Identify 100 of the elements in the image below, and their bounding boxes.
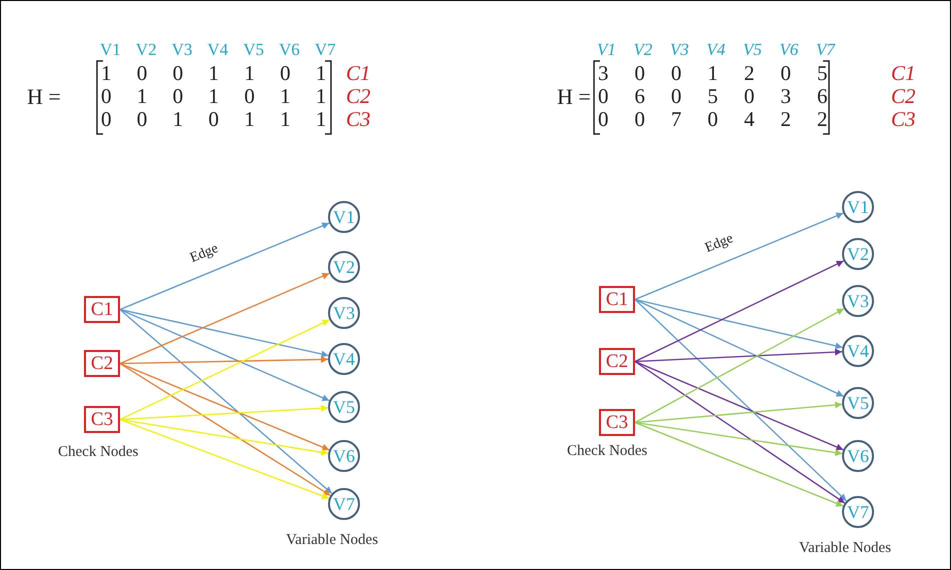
group-label: Variable Nodes	[286, 533, 378, 548]
variable-node: V4	[842, 335, 874, 367]
arrow	[120, 418, 330, 500]
arrow	[120, 222, 330, 310]
matrix-entry: 0	[671, 63, 682, 84]
arrow	[634, 348, 842, 362]
column-header: V1	[100, 41, 121, 58]
group-label: Check Nodes	[567, 444, 648, 459]
arrow	[120, 362, 330, 450]
matrix-entry: 4	[744, 109, 754, 130]
matrix-entry: 3	[598, 63, 608, 84]
variable-node: V2	[328, 251, 360, 283]
matrix-entry: 0	[598, 86, 608, 107]
arrow	[634, 298, 844, 397]
matrix-entry: 1	[172, 109, 184, 130]
arrow	[634, 360, 846, 504]
check-node: C2	[84, 350, 120, 377]
matrix-entry: 6	[817, 86, 828, 107]
matrix-entry: 2	[780, 109, 791, 130]
arrow	[634, 360, 844, 450]
column-header: V2	[634, 41, 652, 58]
matrix-entry: 0	[708, 109, 718, 130]
variable-node: V2	[842, 238, 874, 270]
row-label: C1	[891, 63, 916, 84]
column-header: V7	[314, 41, 336, 58]
variable-node: V5	[328, 391, 360, 423]
matrix-entry: 1	[708, 63, 718, 84]
arrow	[120, 404, 328, 420]
check-node: C1	[84, 296, 120, 323]
matrix-entry: 0	[172, 86, 184, 107]
matrix-entry: 1	[244, 109, 255, 130]
matrix-entry: 0	[136, 109, 148, 130]
row-label: C1	[346, 63, 371, 84]
matrix-entry: 6	[634, 86, 645, 107]
matrix-entry: 0	[101, 109, 112, 130]
variable-node: V1	[328, 201, 360, 233]
matrix-entry: 2	[744, 63, 754, 84]
matrix-name: H =	[557, 86, 591, 108]
column-header: V2	[136, 41, 157, 58]
row-label: C2	[346, 86, 371, 107]
column-header: V4	[207, 41, 228, 58]
variable-node: V5	[842, 387, 874, 419]
arrow	[634, 298, 843, 350]
matrix-entry: 1	[316, 63, 326, 84]
matrix-entry: 0	[671, 86, 682, 107]
variable-node: V3	[328, 297, 360, 329]
column-header: V5	[243, 41, 264, 58]
arrow	[634, 260, 844, 362]
arrow	[120, 356, 328, 364]
row-label: C3	[346, 109, 371, 130]
matrix-entry: 0	[744, 86, 754, 107]
arrow	[634, 299, 847, 502]
row-label: C3	[891, 109, 916, 130]
column-header: V7	[816, 41, 835, 58]
arrow	[634, 422, 844, 507]
matrix-entry: 1	[316, 109, 326, 130]
arrow	[120, 309, 332, 494]
arrow	[634, 422, 842, 456]
matrix-entry: 0	[101, 86, 112, 107]
arrow	[634, 308, 844, 424]
group-label: Check Nodes	[58, 445, 138, 460]
column-header: V3	[172, 41, 192, 58]
matrix-entry: 0	[136, 63, 148, 84]
arrow	[120, 319, 330, 420]
variable-node: V7	[842, 496, 874, 528]
arrow	[120, 272, 330, 364]
column-header: V3	[670, 41, 689, 58]
variable-node: V6	[842, 440, 874, 472]
matrix-entry: 0	[634, 63, 645, 84]
matrix-entry: 1	[316, 86, 326, 107]
column-header: V6	[780, 41, 798, 58]
variable-node: V3	[842, 285, 874, 317]
matrix-entry: 1	[244, 63, 255, 84]
column-header: V1	[597, 41, 616, 58]
matrix-entry: 7	[671, 109, 682, 130]
column-header: V4	[706, 41, 726, 58]
matrix-entry: 1	[101, 63, 112, 84]
matrix-entry: 1	[136, 86, 148, 107]
check-node: C3	[599, 409, 635, 436]
matrix-entry: 1	[208, 86, 219, 107]
group-label: Variable Nodes	[799, 541, 892, 556]
arrow	[634, 402, 842, 424]
matrix-entry: 5	[817, 63, 828, 84]
matrix-entry: 0	[280, 63, 290, 84]
matrix-entry: 0	[780, 63, 791, 84]
matrix-entry: 0	[634, 109, 645, 130]
matrix-entry: 1	[208, 63, 219, 84]
matrix-entry: 0	[244, 86, 255, 107]
check-node: C1	[599, 286, 635, 313]
check-node: C3	[84, 406, 120, 433]
arrow	[120, 308, 330, 402]
matrix-entry: 0	[208, 109, 219, 130]
matrix-entry: 1	[280, 109, 290, 130]
arrow	[120, 308, 329, 358]
matrix-entry: 0	[172, 63, 184, 84]
variable-node: V1	[842, 191, 874, 223]
matrix-entry: 3	[780, 86, 791, 107]
column-header: V6	[279, 41, 300, 58]
row-label: C2	[891, 86, 916, 107]
matrix-entry: 1	[280, 86, 290, 107]
